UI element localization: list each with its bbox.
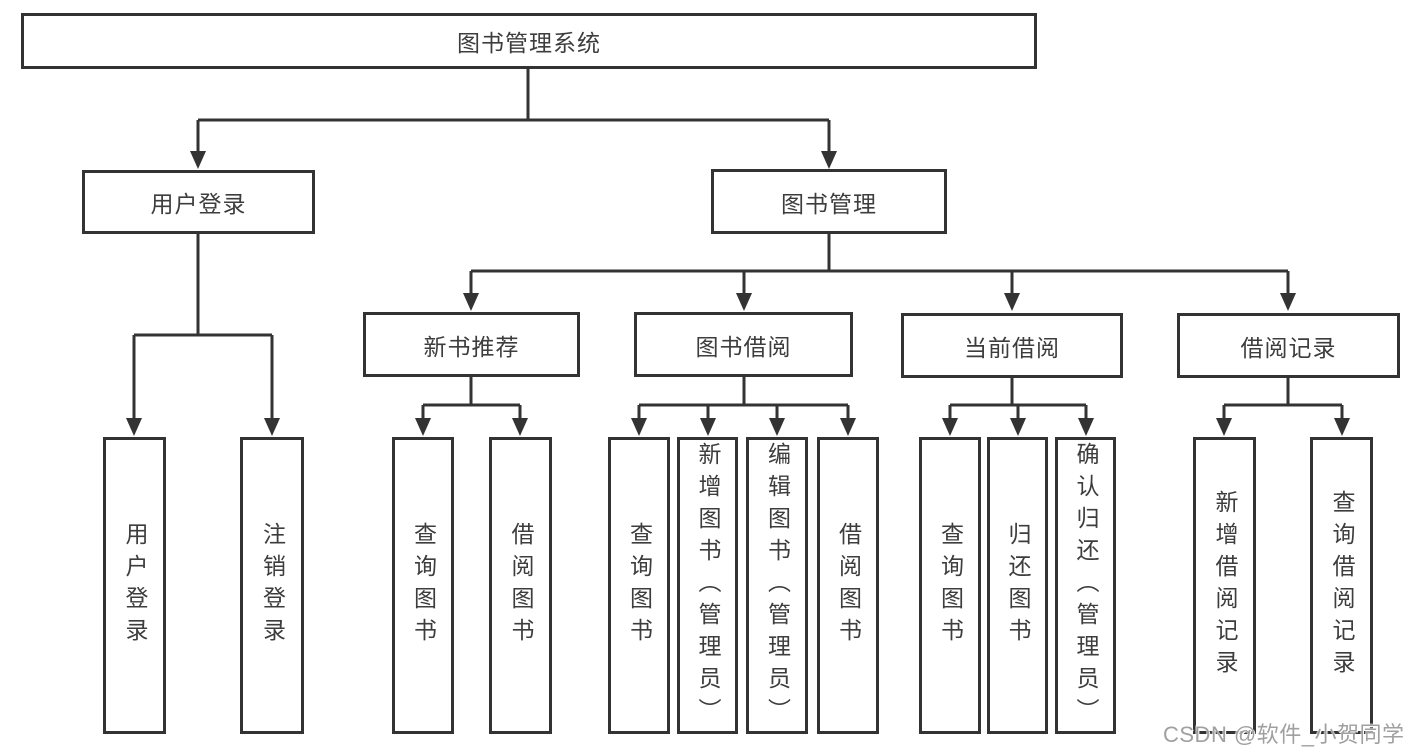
leaf-query-books-recommend: 查询图书 [392, 437, 454, 734]
node-book-management: 图书管理 [711, 169, 947, 234]
leaf-borrow-books: 借阅图书 [817, 437, 879, 734]
leaf-edit-book-admin: 编辑图书（管理员） [746, 437, 808, 734]
leaf-add-book-admin: 新增图书（管理员） [677, 437, 738, 734]
leaf-add-borrow-record: 新增借阅记录 [1193, 437, 1256, 734]
arrowheads [126, 151, 1350, 436]
node-book-borrowing: 图书借阅 [634, 312, 853, 377]
watermark-text: CSDN @软件_小贺同学 [1163, 722, 1405, 747]
node-user-login: 用户登录 [82, 170, 315, 234]
leaf-query-books-borrow: 查询图书 [608, 437, 670, 734]
node-current-borrowing: 当前借阅 [901, 313, 1123, 378]
leaf-return-books: 归还图书 [987, 437, 1048, 734]
node-borrowing-records: 借阅记录 [1177, 313, 1400, 378]
leaf-user-login: 用户登录 [103, 437, 166, 734]
node-library-system: 图书管理系统 [21, 13, 1037, 69]
leaf-logout-login: 注销登录 [240, 437, 304, 734]
leaf-query-books-current: 查询图书 [919, 437, 981, 734]
node-new-book-recommend: 新书推荐 [363, 312, 580, 377]
leaf-query-borrow-record: 查询借阅记录 [1310, 437, 1373, 734]
leaf-confirm-return-admin: 确认归还（管理员） [1055, 437, 1116, 734]
leaf-borrow-books-recommend: 借阅图书 [489, 437, 552, 734]
